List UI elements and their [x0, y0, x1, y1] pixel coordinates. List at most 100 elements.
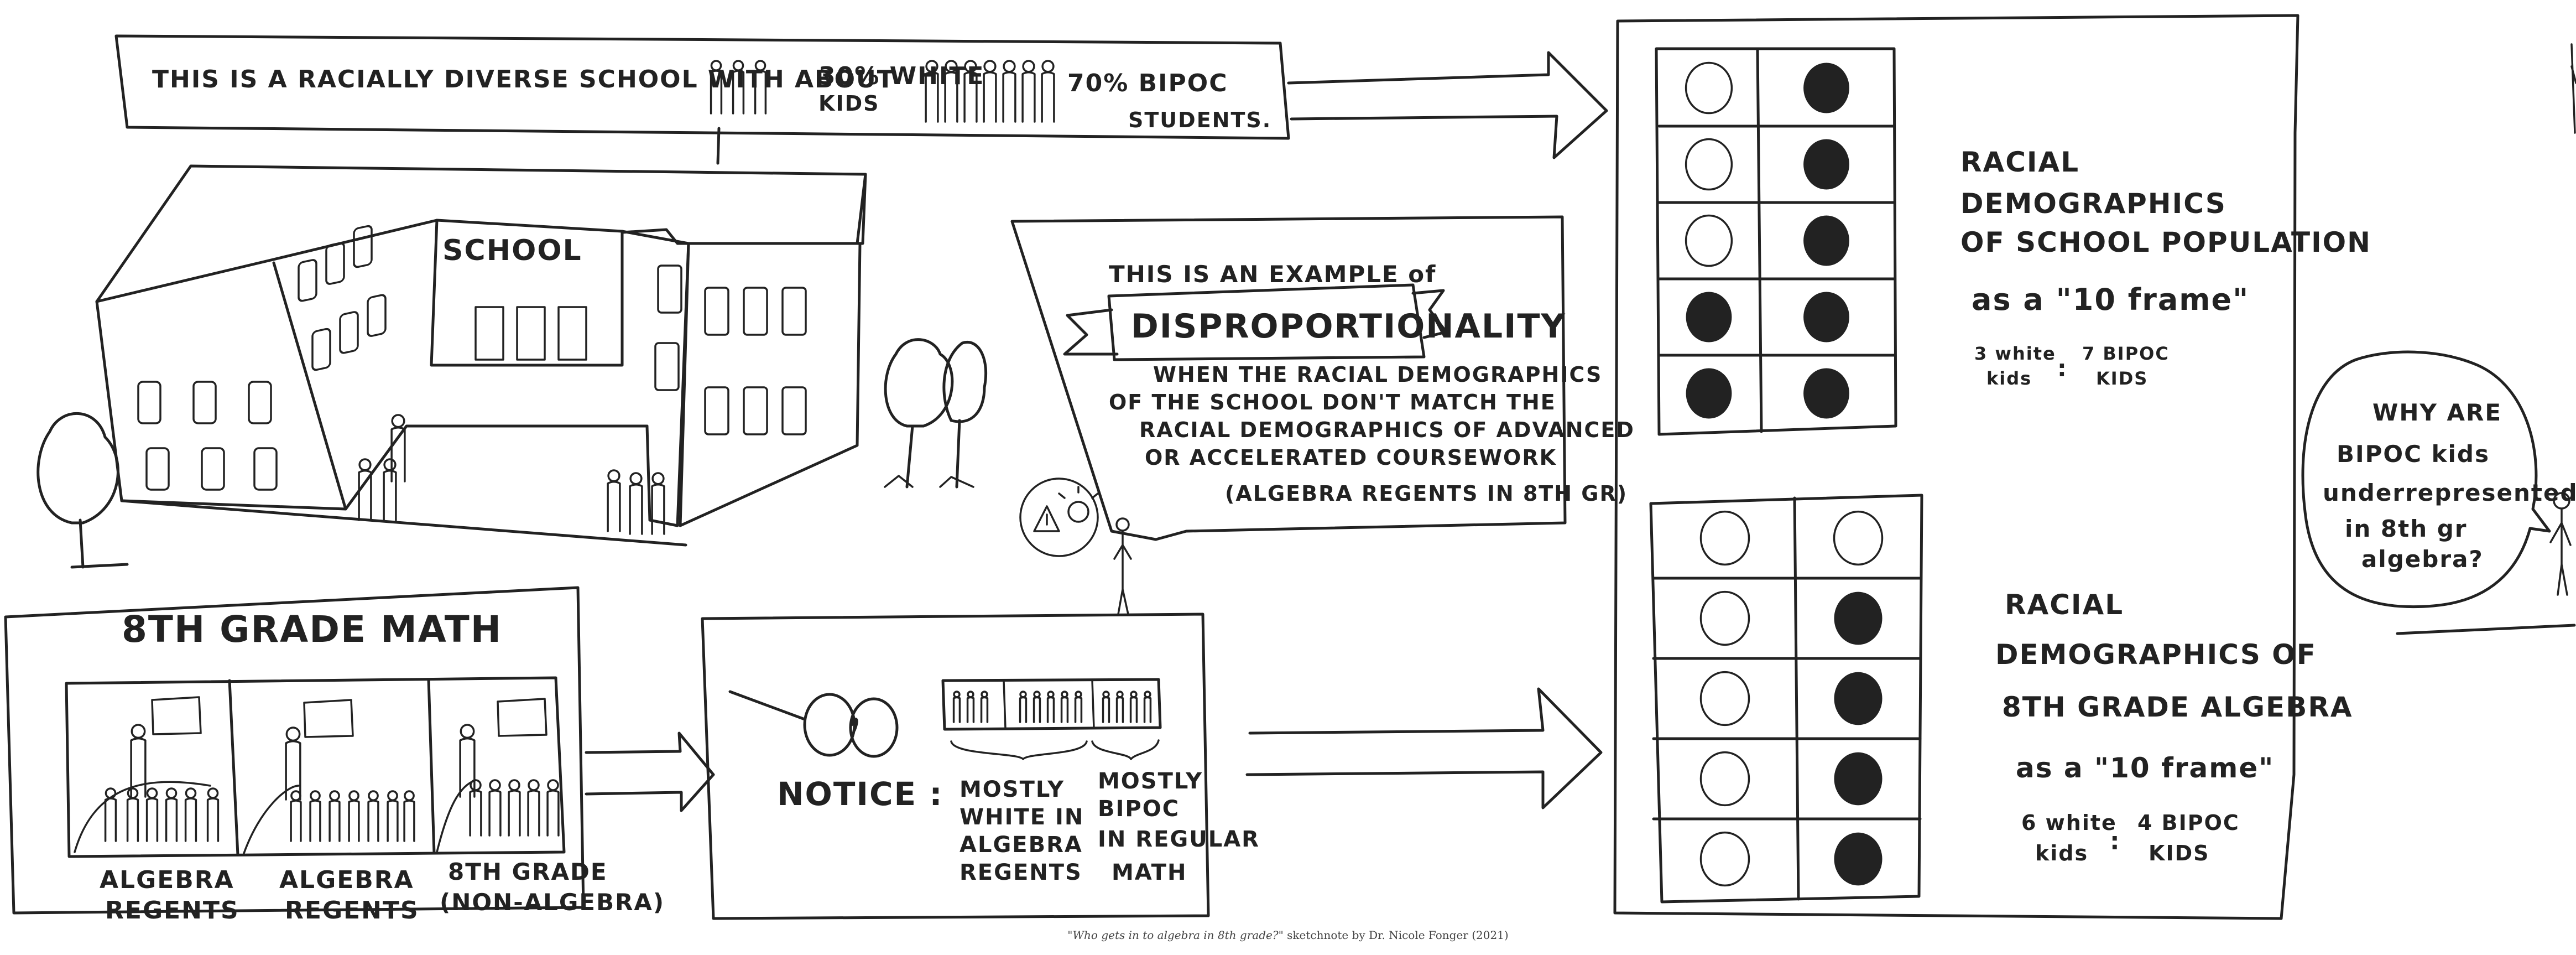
ten-frame-algebra	[1649, 494, 1923, 904]
frame2-title-2: DEMOGRAPHICS OF	[1995, 639, 2317, 671]
person-figure	[1060, 691, 1069, 723]
empty-counter	[1833, 510, 1884, 566]
window	[781, 386, 807, 435]
person-figure	[290, 790, 302, 842]
school-people	[358, 414, 665, 535]
person-figure	[358, 458, 372, 521]
definition-intro: THIS IS AN EXAMPLE of	[1109, 261, 1436, 288]
glasses-icon	[728, 690, 899, 758]
notice-left-2: WHITE IN	[960, 805, 1084, 830]
person-figure	[925, 60, 939, 123]
door	[557, 306, 587, 361]
standing-person	[2396, 492, 2576, 635]
window	[704, 386, 729, 435]
school-sign: SCHOOL	[442, 234, 582, 267]
notice-right-1: MOSTLY	[1098, 769, 1203, 794]
person-figure	[383, 458, 397, 521]
person-figure	[508, 779, 521, 837]
filled-counter	[1834, 752, 1883, 806]
question-line-4: in 8th gr	[2345, 515, 2468, 542]
definition-line-2: OF THE SCHOOL DON'T MATCH THE	[1109, 390, 1556, 414]
window	[743, 287, 768, 336]
person-figure	[104, 787, 117, 842]
thinking-person	[1019, 478, 1132, 615]
empty-counter	[1699, 831, 1750, 887]
person-figure	[980, 691, 989, 723]
question-line-1: WHY ARE	[2372, 399, 2502, 426]
floor-curve	[74, 781, 211, 853]
person-figure	[145, 787, 159, 842]
banner-bipoc-label-2: STUDENTS.	[1128, 108, 1271, 132]
top-banner: THIS IS A RACIALLY DIVERSE SCHOOL WITH A…	[114, 34, 1608, 165]
person-figure	[546, 779, 560, 837]
person-figure	[1129, 691, 1138, 723]
door	[474, 306, 504, 361]
frame1-ratio-left-1: 3 white	[1974, 343, 2056, 364]
banner-white-label-2: KIDS	[818, 91, 880, 116]
person-figure	[1074, 691, 1083, 723]
notice-left-4: REGENTS	[960, 860, 1082, 885]
person-figure	[966, 691, 975, 723]
class2-label-1: ALGEBRA	[279, 866, 414, 894]
window	[339, 311, 359, 354]
window	[201, 447, 225, 491]
school-windows	[137, 225, 807, 491]
door	[516, 306, 546, 361]
filled-counter	[1803, 292, 1849, 342]
empty-counter	[1685, 138, 1733, 191]
class1-label-1: ALGEBRA	[100, 866, 234, 894]
question-line-3: underrepresented	[2323, 479, 2576, 506]
person-figure	[130, 724, 147, 798]
filled-counter	[1834, 672, 1883, 725]
person-figure	[469, 779, 482, 837]
filled-counter	[1803, 139, 1849, 190]
person-figure	[390, 414, 406, 482]
person-figure	[944, 60, 958, 123]
frame1-ratio-right-1: 7 BIPOC	[2082, 343, 2170, 364]
window	[137, 381, 161, 424]
trees-right	[884, 338, 988, 489]
frame1-title-3: OF SCHOOL POPULATION	[1960, 226, 2371, 258]
person-figure	[1041, 60, 1055, 123]
person-figure	[1002, 60, 1016, 123]
person-figure	[1115, 691, 1124, 723]
definition-line-5: (ALGEBRA REGENTS IN 8TH GR)	[1225, 481, 1628, 506]
empty-counter	[1699, 671, 1750, 726]
definition-line-3: RACIAL DEMOGRAPHICS OF ADVANCED	[1139, 418, 1635, 442]
person-figure	[403, 790, 415, 842]
empty-counter	[1685, 214, 1733, 267]
frame2-ratio-right-1: 4 BIPOC	[2137, 811, 2240, 835]
window	[298, 259, 317, 302]
window	[325, 242, 345, 285]
school-building: SCHOOL	[36, 164, 988, 569]
floor-curve	[242, 785, 300, 856]
class3-label-1: 8TH GRADE	[448, 858, 608, 885]
window	[248, 381, 272, 424]
person-figure	[1102, 691, 1110, 723]
right-panel: RACIAL DEMOGRAPHICS OF SCHOOL POPULATION…	[1613, 14, 2371, 920]
person-figure	[1033, 691, 1041, 723]
classrooms	[74, 696, 560, 856]
filled-counter	[1686, 368, 1732, 419]
person-figure	[710, 60, 723, 115]
person-figure	[1019, 691, 1028, 723]
filled-counter	[1834, 591, 1883, 645]
banner-bipoc-label: 70% BIPOC	[1067, 69, 1228, 97]
definition-line-1: WHEN THE RACIAL DEMOGRAPHICS	[1153, 362, 1602, 387]
frame1-ratio-left-2: kids	[1986, 368, 2032, 389]
person-figure	[367, 790, 379, 842]
definition-box: THIS IS AN EXAMPLE of DISPROPORTIONALITY…	[1010, 215, 1635, 615]
person-figure	[629, 472, 643, 535]
person-figure	[206, 787, 220, 842]
person-figure	[732, 60, 745, 115]
person-figure	[651, 472, 665, 535]
question-line-5: algebra?	[2361, 546, 2484, 573]
frame2-ratio-sep: :	[2110, 827, 2121, 855]
window	[192, 381, 217, 424]
person-figure	[1046, 691, 1055, 723]
bipoc-kids-figures	[925, 60, 1055, 123]
frame2-ratio-right-2: KIDS	[2149, 841, 2210, 865]
whiteboard	[303, 699, 354, 738]
whiteboard	[497, 698, 547, 737]
empty-counter	[1699, 590, 1750, 646]
